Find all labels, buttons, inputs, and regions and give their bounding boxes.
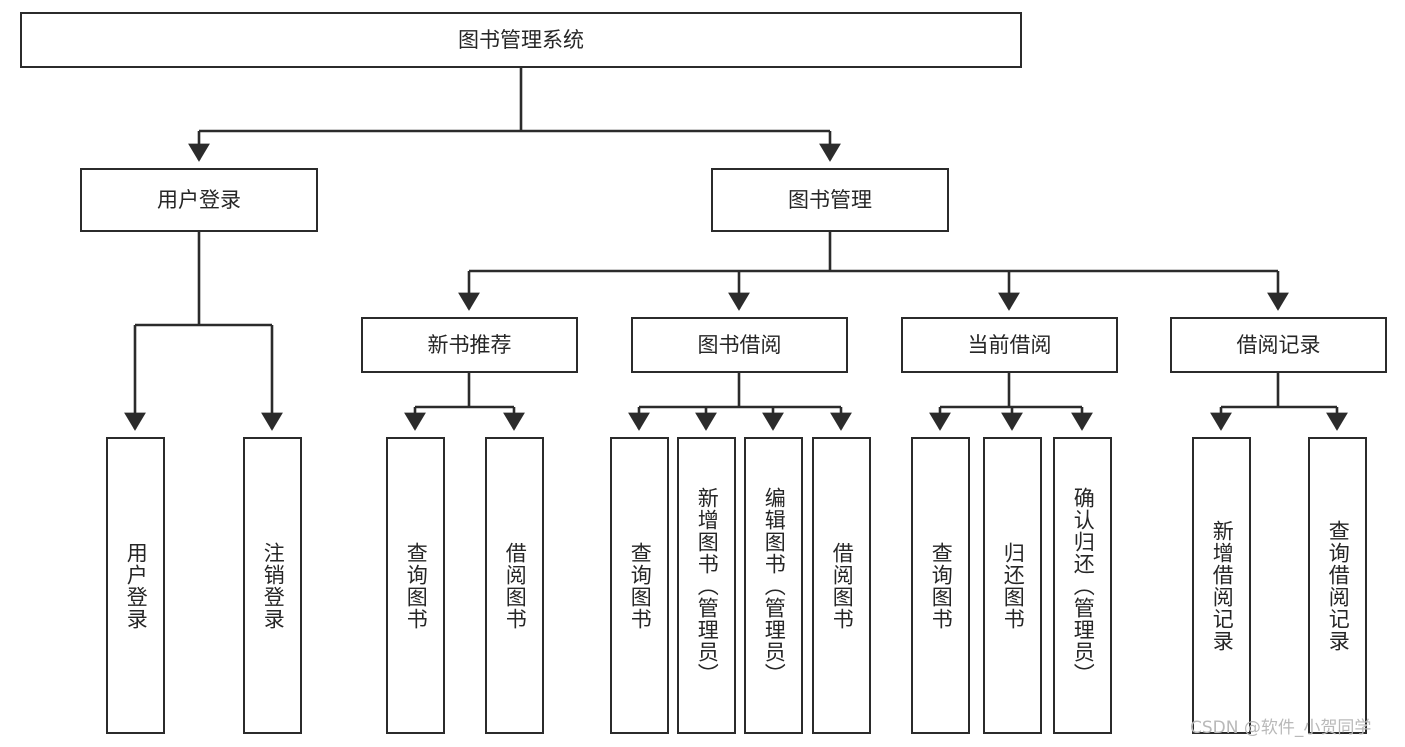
node-leaf-confirm-return[interactable]: 确认归还（管理员） <box>1053 437 1112 734</box>
node-current-borrow[interactable]: 当前借阅 <box>901 317 1118 373</box>
node-leaf-borrow-book-2[interactable]: 借阅图书 <box>812 437 871 734</box>
node-leaf-confirm-return-label: 确认归还（管理员） <box>1071 486 1096 685</box>
node-leaf-query-book-3[interactable]: 查询图书 <box>911 437 970 734</box>
node-leaf-query-book-1-label: 查询图书 <box>404 541 429 630</box>
node-root[interactable]: 图书管理系统 <box>20 12 1022 68</box>
node-borrow-record-label: 借阅记录 <box>1236 332 1321 357</box>
node-leaf-return-book-label: 归还图书 <box>1001 541 1026 630</box>
node-leaf-query-record[interactable]: 查询借阅记录 <box>1308 437 1367 734</box>
node-leaf-add-record[interactable]: 新增借阅记录 <box>1192 437 1251 734</box>
node-leaf-user-login[interactable]: 用户登录 <box>106 437 165 734</box>
node-leaf-borrow-book-2-label: 借阅图书 <box>830 541 855 630</box>
node-new-book-rec[interactable]: 新书推荐 <box>361 317 578 373</box>
node-leaf-add-record-label: 新增借阅记录 <box>1210 519 1235 652</box>
node-leaf-edit-book-label: 编辑图书（管理员） <box>762 486 787 685</box>
node-user-login[interactable]: 用户登录 <box>80 168 318 232</box>
node-new-book-rec-label: 新书推荐 <box>427 332 512 357</box>
node-book-manage[interactable]: 图书管理 <box>711 168 949 232</box>
node-leaf-borrow-book-1[interactable]: 借阅图书 <box>485 437 544 734</box>
node-leaf-user-login-label: 用户登录 <box>124 541 149 630</box>
node-borrow-record[interactable]: 借阅记录 <box>1170 317 1387 373</box>
node-book-borrow[interactable]: 图书借阅 <box>631 317 848 373</box>
node-root-label: 图书管理系统 <box>458 27 584 52</box>
node-leaf-return-book[interactable]: 归还图书 <box>983 437 1042 734</box>
node-leaf-add-book[interactable]: 新增图书（管理员） <box>677 437 736 734</box>
node-user-login-label: 用户登录 <box>157 187 241 212</box>
node-leaf-query-book-1[interactable]: 查询图书 <box>386 437 445 734</box>
node-leaf-add-book-label: 新增图书（管理员） <box>695 486 720 685</box>
node-leaf-user-logout-label: 注销登录 <box>261 541 286 630</box>
node-leaf-edit-book[interactable]: 编辑图书（管理员） <box>744 437 803 734</box>
node-leaf-query-book-2-label: 查询图书 <box>628 541 653 630</box>
node-leaf-user-logout[interactable]: 注销登录 <box>243 437 302 734</box>
node-book-borrow-label: 图书借阅 <box>697 332 782 357</box>
watermark: CSDN @软件_小贺同学 <box>1190 718 1372 738</box>
node-current-borrow-label: 当前借阅 <box>967 332 1052 357</box>
node-leaf-query-record-label: 查询借阅记录 <box>1326 519 1351 652</box>
node-leaf-query-book-2[interactable]: 查询图书 <box>610 437 669 734</box>
node-book-manage-label: 图书管理 <box>788 187 872 212</box>
node-leaf-borrow-book-1-label: 借阅图书 <box>503 541 528 630</box>
node-leaf-query-book-3-label: 查询图书 <box>929 541 954 630</box>
